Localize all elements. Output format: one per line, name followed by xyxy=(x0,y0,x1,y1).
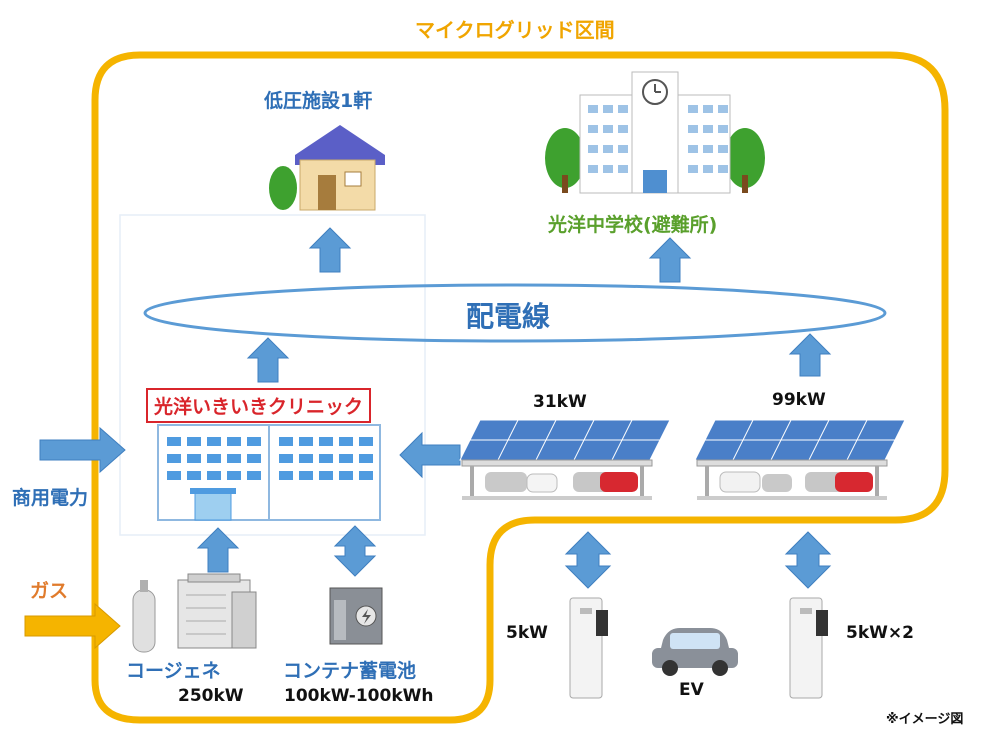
solar-carport-left-icon xyxy=(459,419,671,500)
image-note: ※イメージ図 xyxy=(886,712,964,727)
clinic-area xyxy=(119,214,426,536)
low-voltage-facility-label: 低圧施設1軒 xyxy=(264,90,373,112)
ev-charger-right-icon xyxy=(789,597,828,699)
solar-carport-right-icon xyxy=(694,419,906,500)
house-icon xyxy=(269,125,385,211)
arrow-up-pv-right xyxy=(788,333,832,377)
arrow-up-house xyxy=(308,227,352,273)
charger-right-capacity: 5kW×2 xyxy=(846,623,914,643)
clinic-building-icon xyxy=(157,424,381,521)
pv-left-capacity: 31kW xyxy=(533,392,587,412)
arrow-battery-bidirectional xyxy=(333,525,377,577)
microgrid-title: マイクログリッド区間 xyxy=(415,18,615,42)
cogeneration-capacity: 250kW xyxy=(178,686,244,706)
battery-label: コンテナ蓄電池 xyxy=(283,660,417,682)
school-label: 光洋中学校(避難所) xyxy=(548,214,718,236)
microgrid-boundary xyxy=(91,51,949,724)
arrow-up-school xyxy=(648,237,692,283)
arrow-up-clinic xyxy=(246,337,290,383)
distribution-line-ellipse xyxy=(143,283,887,343)
arrow-cogen-up xyxy=(196,527,240,573)
pv-right-capacity: 99kW xyxy=(772,390,826,410)
clinic-label: 光洋いきいきクリニック xyxy=(146,388,372,423)
ev-label: EV xyxy=(679,680,704,700)
charger-left-capacity: 5kW xyxy=(506,623,548,643)
arrow-charger-right-bidirectional xyxy=(784,531,832,589)
arrow-charger-left-bidirectional xyxy=(564,531,612,589)
school-icon xyxy=(545,71,765,194)
distribution-line-label: 配電線 xyxy=(466,300,551,333)
grid-power-label: 商用電力 xyxy=(12,487,89,509)
cogeneration-label: コージェネ xyxy=(126,660,221,682)
gas-label: ガス xyxy=(30,580,69,602)
battery-capacity: 100kW-100kWh xyxy=(284,686,434,706)
ev-charger-left-icon xyxy=(569,597,608,699)
battery-container-icon xyxy=(329,587,383,645)
ev-car-icon xyxy=(652,628,738,676)
cogeneration-unit-icon xyxy=(177,573,257,649)
gas-cylinder-icon xyxy=(132,580,156,653)
arrow-gas xyxy=(24,602,121,650)
arrow-grid-power xyxy=(39,426,126,474)
arrow-pv-to-clinic xyxy=(399,431,461,479)
